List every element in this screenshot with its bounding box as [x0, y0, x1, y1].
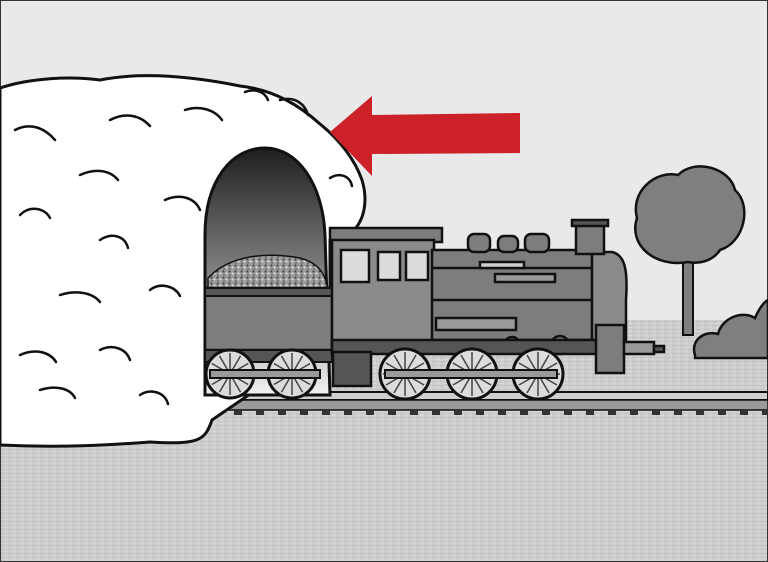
rail-sleeper	[564, 409, 572, 415]
rail-sleeper	[696, 409, 704, 415]
rail-sleeper	[630, 409, 638, 415]
rail-sleeper	[586, 409, 594, 415]
rail-sleeper	[432, 409, 440, 415]
wheel-set	[204, 347, 565, 401]
rail-sleeper	[542, 409, 550, 415]
coupling-rod	[209, 369, 321, 379]
rail-sleeper	[278, 409, 286, 415]
rail-sleeper	[674, 409, 682, 415]
rock-texture	[13, 89, 354, 406]
rail-sleeper	[476, 409, 484, 415]
rail-sleeper	[520, 409, 528, 415]
steam-dome	[496, 234, 520, 254]
rail-sleeper	[454, 409, 462, 415]
rail-sleeper	[322, 409, 330, 415]
steam-dome	[466, 232, 492, 254]
cab-window	[339, 248, 371, 284]
cab-window	[376, 250, 402, 282]
rail-sleeper	[344, 409, 352, 415]
tender	[203, 254, 334, 363]
rail-sleeper	[762, 409, 768, 415]
rail-sleeper	[498, 409, 506, 415]
bush	[692, 298, 768, 360]
steam-dome	[523, 232, 551, 254]
rail-sleeper	[256, 409, 264, 415]
cab-window	[404, 250, 430, 282]
coupling-rod	[384, 369, 558, 379]
red-arrow	[330, 96, 520, 176]
rail-sleeper	[740, 409, 748, 415]
rail-sleeper	[300, 409, 308, 415]
rail-sleeper	[388, 409, 396, 415]
rail-sleeper	[234, 409, 242, 415]
rail-sleeper	[608, 409, 616, 415]
tree	[634, 165, 746, 336]
rail-sleeper	[718, 409, 726, 415]
rail-sleeper	[652, 409, 660, 415]
rail-sleeper	[366, 409, 374, 415]
rail-sleeper	[410, 409, 418, 415]
